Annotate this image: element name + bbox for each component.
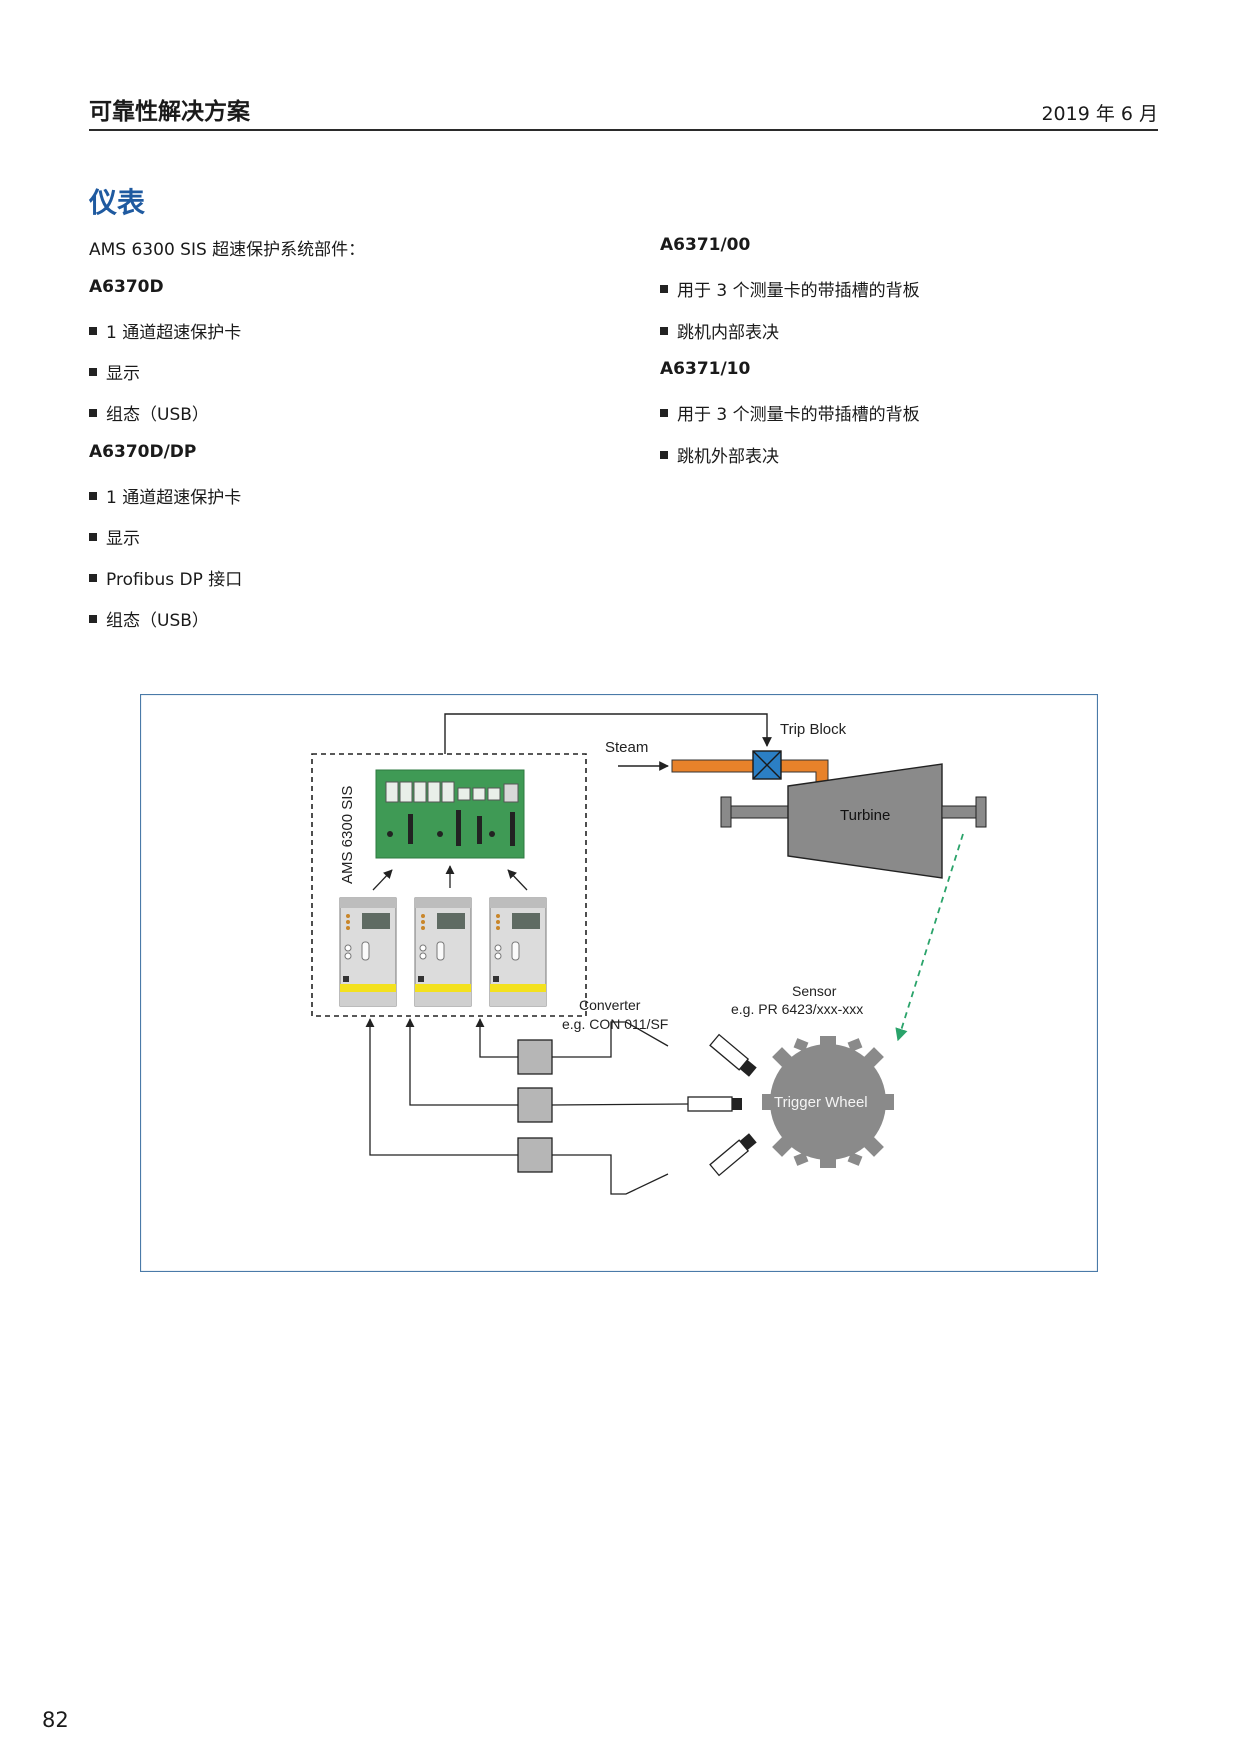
trip-block-label: Trip Block xyxy=(780,721,847,738)
list-item: 组态（USB） xyxy=(89,606,209,631)
list-item: Profibus DP 接口 xyxy=(89,565,242,590)
feedback-line xyxy=(895,833,964,1042)
list-item: 跳机外部表决 xyxy=(660,442,779,467)
page-number: 82 xyxy=(42,1708,69,1732)
converter-signal-line xyxy=(475,1018,518,1058)
list-item: 组态（USB） xyxy=(89,400,209,425)
list-item: 显示 xyxy=(89,359,140,384)
trigger-wheel xyxy=(762,1036,894,1168)
sensor-label: Sensor xyxy=(792,983,837,999)
protection-card xyxy=(339,897,397,1007)
group-heading-a6370d: A6370D xyxy=(89,277,164,297)
turbine-label: Turbine xyxy=(840,807,890,824)
sensor-cable xyxy=(552,1154,669,1195)
list-item: 显示 xyxy=(89,524,140,549)
card-to-board-arrow xyxy=(372,869,393,891)
group-heading-a6370d-dp: A6370D/DP xyxy=(89,442,197,462)
list-item: 1 通道超速保护卡 xyxy=(89,483,241,508)
section-title: 仪表 xyxy=(89,186,146,219)
protection-card xyxy=(489,897,547,1007)
backplane-board xyxy=(375,769,525,859)
turbine xyxy=(720,763,987,879)
sensor-probe xyxy=(709,1133,757,1177)
sensor-probe xyxy=(709,1033,757,1077)
header-date: 2019 年 6 月 xyxy=(1041,103,1158,125)
header-rule xyxy=(89,129,1158,131)
list-item: 用于 3 个测量卡的带插槽的背板 xyxy=(660,276,920,301)
header-title: 可靠性解决方案 xyxy=(89,99,250,125)
group-heading-a6371-10: A6371/10 xyxy=(660,359,751,379)
trigger-wheel-label: Trigger Wheel xyxy=(774,1094,868,1111)
list-item: 跳机内部表决 xyxy=(660,318,779,343)
sensor-cable xyxy=(552,1021,669,1058)
converter-box xyxy=(517,1039,553,1075)
converter-example-label: e.g. CON 011/SF xyxy=(562,1016,668,1032)
diagram-frame xyxy=(140,694,1098,1272)
list-item: 用于 3 个测量卡的带插槽的背板 xyxy=(660,400,920,425)
converter-box xyxy=(517,1137,553,1173)
intro-text: AMS 6300 SIS 超速保护系统部件： xyxy=(89,240,366,260)
system-diagram: AMS 6300 SIS xyxy=(140,694,1098,1272)
sensor-probe xyxy=(687,1096,742,1112)
group-heading-a6371-00: A6371/00 xyxy=(660,235,751,255)
sensor-cable xyxy=(551,1103,689,1106)
ams-label: AMS 6300 SIS xyxy=(339,786,356,884)
trip-signal-line xyxy=(444,713,772,754)
card-to-board-arrow xyxy=(507,869,528,891)
sensor-example-label: e.g. PR 6423/xxx-xxx xyxy=(731,1001,863,1017)
ams-enclosure xyxy=(311,753,587,1017)
steam-label: Steam xyxy=(605,739,648,756)
steam-pipe xyxy=(671,759,754,773)
converter-label: Converter xyxy=(579,997,641,1013)
protection-card xyxy=(414,897,472,1007)
trip-block xyxy=(752,750,782,780)
converter-signal-line xyxy=(405,1018,518,1106)
converter-signal-line xyxy=(365,1018,518,1156)
converter-box xyxy=(517,1087,553,1123)
list-item: 1 通道超速保护卡 xyxy=(89,318,241,343)
